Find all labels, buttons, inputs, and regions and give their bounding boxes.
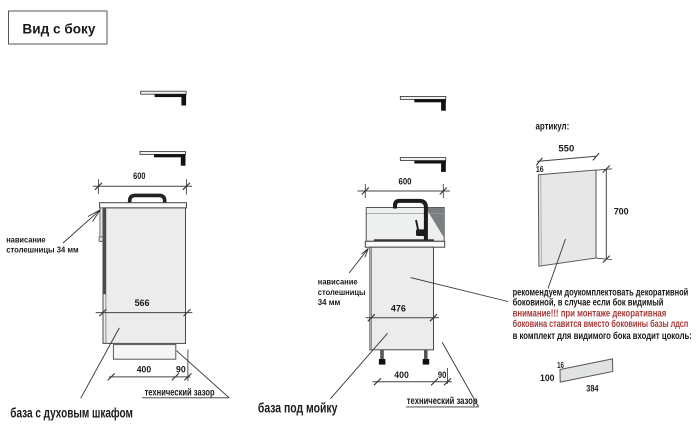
svg-text:Вид с боку: Вид с боку <box>22 22 95 37</box>
svg-text:90: 90 <box>176 365 186 375</box>
svg-text:476: 476 <box>391 303 406 313</box>
svg-text:нависание: нависание <box>318 277 358 287</box>
svg-text:566: 566 <box>135 298 150 308</box>
svg-text:боковиной, в случае если бок в: боковиной, в случае если бок видимый <box>513 297 664 309</box>
svg-text:400: 400 <box>137 365 151 375</box>
svg-text:технический зазор: технический зазор <box>407 396 478 407</box>
svg-text:столешницы 34 мм: столешницы 34 мм <box>6 245 79 255</box>
svg-text:технический зазор: технический зазор <box>145 387 215 398</box>
svg-text:столешницы: столешницы <box>318 287 366 297</box>
svg-text:600: 600 <box>133 171 145 181</box>
svg-text:база с духовым шкафом: база с духовым шкафом <box>10 405 133 420</box>
svg-text:34 мм: 34 мм <box>318 297 341 307</box>
svg-text:384: 384 <box>586 383 599 393</box>
svg-text:90: 90 <box>438 370 447 380</box>
svg-text:артикул:: артикул: <box>536 122 570 133</box>
svg-text:100: 100 <box>540 373 555 383</box>
svg-text:база под мойку: база под мойку <box>258 401 338 416</box>
svg-text:16: 16 <box>536 165 544 174</box>
svg-text:в комплект для видимого бока в: в комплект для видимого бока входит цоко… <box>513 330 692 342</box>
svg-text:внимание!!! при монтаже декора: внимание!!! при монтаже декоративная <box>513 308 667 319</box>
svg-text:550: 550 <box>558 143 574 154</box>
svg-text:рекомендуем доукомплектовать д: рекомендуем доукомплектовать декоративно… <box>513 287 689 298</box>
svg-text:боковина ставится вместо боков: боковина ставится вместо боковины базы л… <box>513 318 689 330</box>
svg-text:400: 400 <box>394 370 409 380</box>
svg-text:700: 700 <box>614 207 629 218</box>
svg-text:16: 16 <box>557 361 564 370</box>
svg-text:нависание: нависание <box>6 235 46 245</box>
svg-text:600: 600 <box>399 177 412 187</box>
